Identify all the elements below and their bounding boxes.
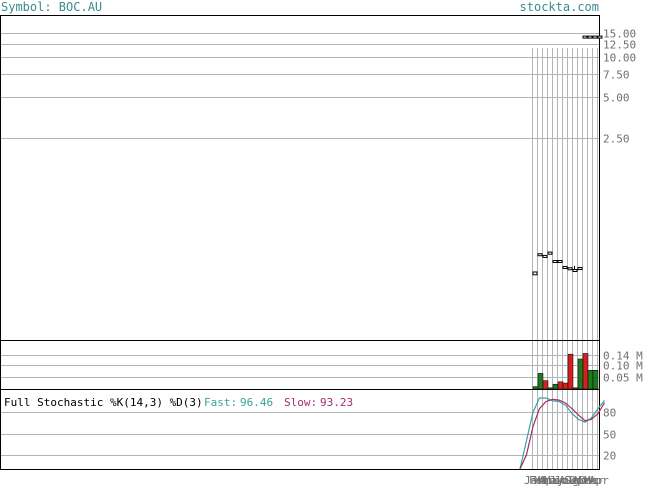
fast-value: 96.46: [240, 396, 273, 409]
x-tick-label: Jun: [549, 474, 569, 486]
volume-bar: [552, 383, 559, 390]
volume-bar: [572, 387, 579, 390]
fast-line: [519, 397, 605, 470]
x-tick-label: Jul: [554, 474, 574, 486]
volume-bar: [592, 370, 599, 390]
stochastic-tick-label: 80: [603, 407, 616, 420]
volume-bar: [562, 382, 569, 390]
candle-body: [542, 254, 548, 258]
volume-tick-label: 0.10 M: [603, 360, 643, 373]
volume-bar: [577, 358, 584, 390]
volume-bar: [542, 380, 549, 390]
stochastic-tick-label: 50: [603, 429, 616, 442]
x-tick-label: Feb: [529, 474, 549, 486]
volume-tick-label: 0.05 M: [603, 372, 643, 385]
candle-body: [537, 253, 543, 257]
x-tick-label: Apr: [539, 474, 559, 486]
price-tick-label: 7.50: [603, 69, 630, 82]
stochastic-lines: [519, 397, 606, 470]
fast-label: Fast:: [204, 396, 237, 409]
slow-label: Slow:: [284, 396, 317, 409]
candle-body: [557, 260, 563, 264]
x-axis: JanFebMarAprMayJunJulAugSepOctNovDecMarA…: [524, 474, 609, 486]
x-tick-label: Sep: [564, 474, 584, 486]
symbol-label: Symbol: BOC.AU: [1, 0, 102, 14]
x-tick-label: Jan: [524, 474, 544, 486]
x-tick-label: Nov: [574, 474, 594, 486]
volume-bar: [547, 387, 554, 390]
volume-bar: [557, 381, 564, 390]
candle-body: [582, 35, 588, 39]
price-tick-label: 10.00: [603, 52, 636, 65]
candle-body: [567, 267, 573, 271]
stochastic-axis: 20 50 80: [603, 407, 616, 463]
price-tick-label: 15.00: [603, 28, 636, 41]
x-tick-label: Dec: [579, 474, 599, 486]
stochastic-title: Full Stochastic %K(14,3) %D(3): [4, 396, 203, 409]
brand-link[interactable]: stockta.com: [520, 0, 599, 14]
x-tick-label: Apr: [589, 474, 609, 486]
candle-body: [562, 265, 568, 269]
x-tick-label: Mar: [534, 474, 554, 486]
candle-body: [547, 251, 553, 255]
candle-body: [572, 268, 578, 272]
volume-bar: [567, 353, 574, 390]
candle-body: [577, 267, 583, 271]
candle-body: [587, 35, 593, 39]
volume-bar: [532, 386, 539, 390]
candle-body: [592, 35, 598, 39]
price-tick-label: 2.50: [603, 133, 630, 146]
candle-body: [552, 260, 558, 264]
slow-value: 93.23: [320, 396, 353, 409]
volume-tick-label: 0.14 M: [603, 350, 643, 363]
price-panel: [0, 15, 600, 341]
price-candles: [532, 35, 603, 276]
stochastic-tick-label: 20: [603, 450, 616, 463]
volume-bar: [587, 370, 594, 390]
x-tick-label: Mar: [584, 474, 604, 486]
price-tick-label: 5.00: [603, 92, 630, 105]
candle-body: [597, 35, 603, 39]
candle-body: [532, 271, 538, 276]
volume-bar: [537, 373, 544, 390]
volume-axis: 0.14 M0.10 M0.05 M: [603, 350, 643, 385]
x-tick-label: May: [544, 474, 564, 486]
volume-bar: [582, 353, 589, 390]
price-tick-label: 12.50: [603, 39, 636, 52]
stochastic-panel: [0, 389, 600, 470]
x-tick-label: Oct: [569, 474, 589, 486]
volume-bars: [532, 353, 599, 390]
slow-line: [519, 398, 606, 470]
x-tick-label: Aug: [559, 474, 579, 486]
